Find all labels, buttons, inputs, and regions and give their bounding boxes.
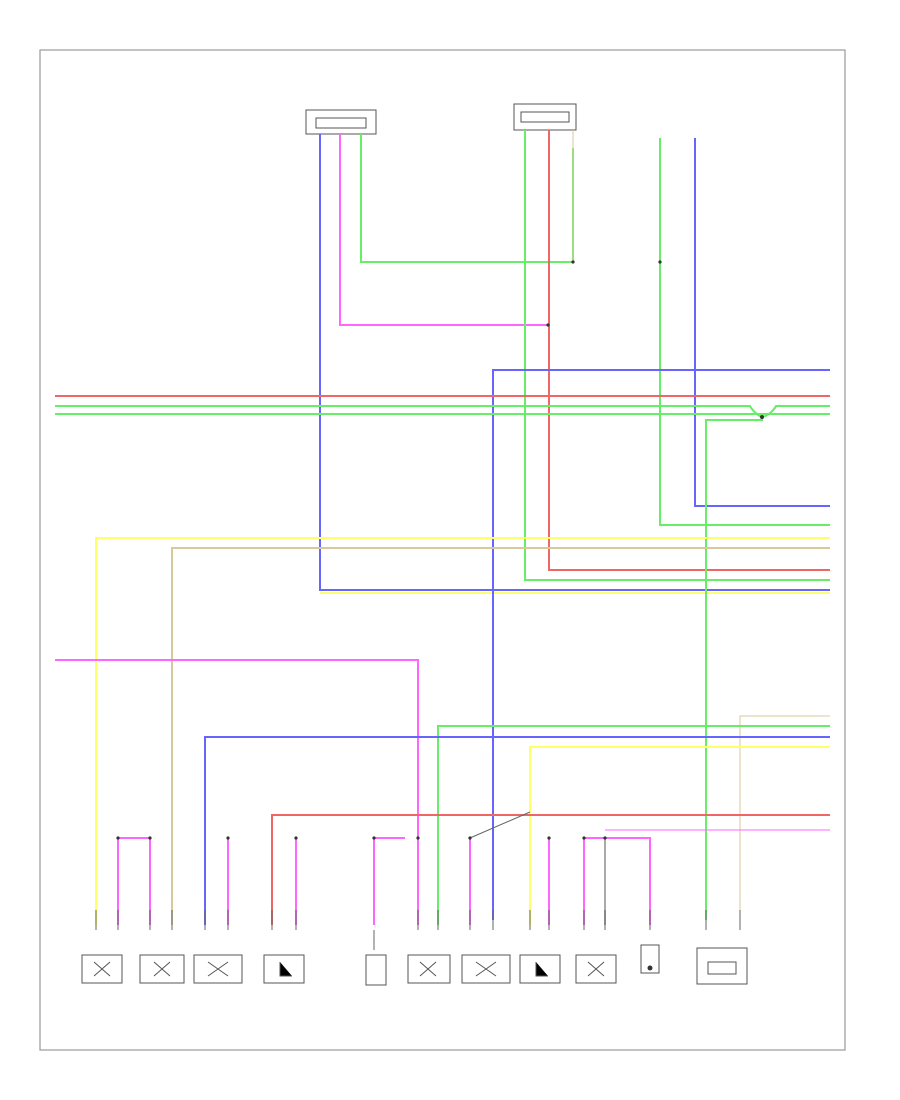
connector-stubs bbox=[95, 910, 741, 950]
wire-blue-1 bbox=[319, 134, 830, 591]
wire-green-2 bbox=[524, 130, 830, 581]
bottom-component-3 bbox=[193, 954, 243, 984]
bottom-component-11 bbox=[696, 947, 748, 985]
wire-blue-main bbox=[492, 369, 830, 920]
diagram-frame bbox=[39, 49, 846, 1051]
bottom-component-8 bbox=[519, 954, 561, 984]
bottom-component-2 bbox=[139, 954, 185, 984]
wire-green-lower bbox=[437, 725, 830, 925]
wire-green-3 bbox=[659, 138, 830, 526]
wire-green-bus-a bbox=[55, 405, 830, 419]
splice-dots bbox=[116, 260, 764, 840]
wire-green-down bbox=[705, 417, 763, 920]
wire-red-2 bbox=[548, 130, 830, 571]
wire-pink-b1 bbox=[117, 837, 151, 925]
wire-pink-left bbox=[55, 659, 419, 925]
wire-yellow-lower bbox=[529, 746, 830, 925]
wire-yellow-left bbox=[95, 537, 830, 925]
wire-pink-b10 bbox=[583, 837, 651, 925]
wire-blue-lower bbox=[204, 736, 830, 925]
wire-gray-splice bbox=[469, 811, 531, 839]
wire-tan-left bbox=[171, 547, 830, 925]
bottom-component-6 bbox=[407, 954, 451, 984]
wire-red-lower bbox=[271, 814, 830, 925]
bottom-component-9 bbox=[575, 954, 617, 984]
wire-tan-lower bbox=[739, 715, 830, 920]
top-connector-1 bbox=[305, 109, 377, 135]
wire-pink-b5 bbox=[373, 837, 405, 925]
top-connector-2 bbox=[513, 103, 577, 131]
bottom-component-4 bbox=[263, 954, 305, 984]
bottom-component-7 bbox=[461, 954, 511, 984]
wire-pink-1 bbox=[339, 134, 548, 326]
bottom-component-10 bbox=[640, 944, 660, 974]
bottom-component-1 bbox=[81, 954, 123, 984]
wire-green-1 bbox=[360, 134, 574, 263]
bottom-component-5 bbox=[365, 954, 387, 986]
wire-blue-3 bbox=[694, 138, 830, 507]
